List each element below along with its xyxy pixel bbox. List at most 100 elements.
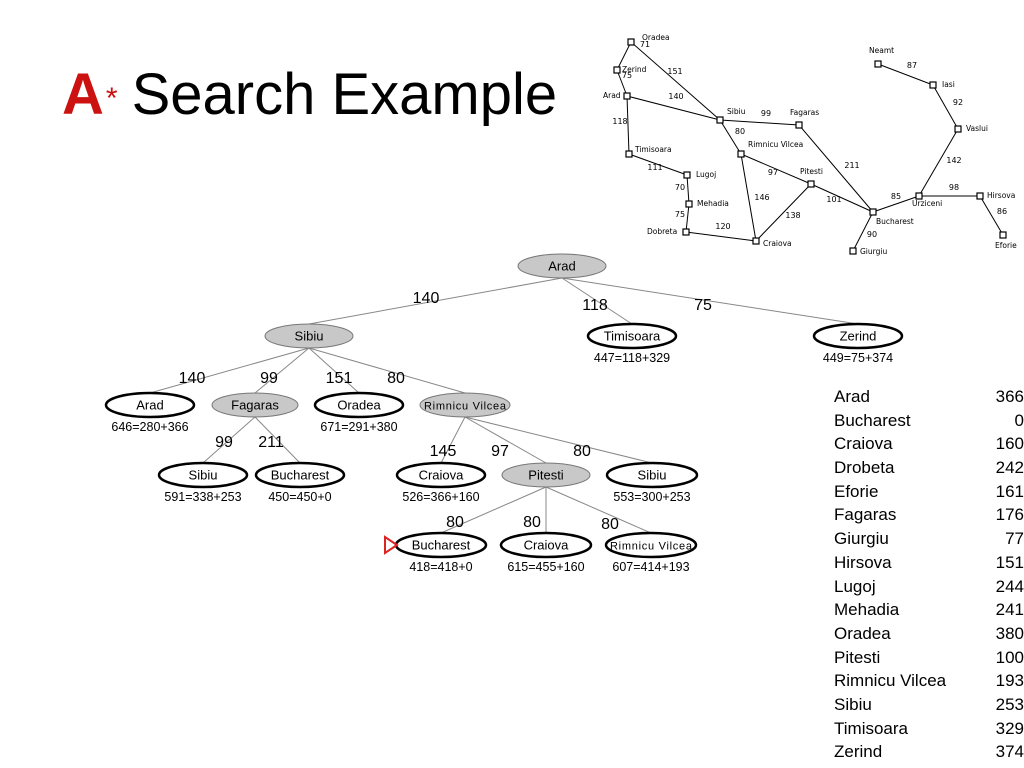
tree-node-ellipse <box>264 323 354 349</box>
tree-node-f-value: 553=300+253 <box>613 490 690 504</box>
heuristic-value: 161 <box>995 481 1024 501</box>
slide-title: A*Search Example <box>62 62 557 128</box>
tree-node-sibiu: Sibiu 553=300+253 <box>605 461 699 504</box>
tree-node-label: Zerind <box>840 329 877 344</box>
map-city-label: Dobreta <box>647 227 677 236</box>
map-road <box>626 95 721 121</box>
map-city-label: Hirsova <box>987 191 1015 200</box>
tree-edge <box>464 416 653 464</box>
heuristic-city: Zerind <box>834 742 883 762</box>
map-road-distance: 99 <box>761 109 771 118</box>
map-road-distance: 211 <box>844 161 859 170</box>
map-road-distance: 146 <box>754 193 769 202</box>
heuristic-city: Giurgiu <box>834 529 889 549</box>
tree-edge-cost: 75 <box>694 297 712 314</box>
map-city-marker <box>807 180 815 188</box>
map-road <box>918 128 959 197</box>
goal-marker-icon <box>384 535 399 555</box>
map-city-marker <box>716 116 724 124</box>
tree-node-label: Arad <box>548 259 575 274</box>
heuristic-city: Lugoj <box>834 576 876 596</box>
tree-node-arad: Arad <box>517 253 607 279</box>
map-road-distance: 101 <box>826 195 841 204</box>
tree-edge-cost: 145 <box>430 443 457 460</box>
heuristic-value: 244 <box>995 576 1024 596</box>
tree-edge <box>464 416 547 464</box>
tree-node-ellipse <box>501 462 591 488</box>
tree-node-label: Arad <box>136 398 163 413</box>
map-city-label: Sibiu <box>727 107 746 116</box>
tree-edge-cost: 140 <box>413 290 440 307</box>
map-road-distance: 118 <box>612 117 627 126</box>
tree-edge <box>440 486 547 534</box>
map-road-distance: 90 <box>867 230 877 239</box>
map-city-marker <box>737 150 745 158</box>
map-city-label: Oradea <box>642 33 670 42</box>
map-city-marker <box>683 171 691 179</box>
tree-node-label: Sibiu <box>189 468 218 483</box>
map-city-label: Zerind <box>622 65 647 74</box>
tree-node-f-value: 418=418+0 <box>409 560 472 574</box>
heuristic-value: 366 <box>995 387 1024 406</box>
map-city-marker <box>954 125 962 133</box>
heuristic-city: Pitesti <box>834 647 881 667</box>
map-road-distance: 97 <box>768 168 778 177</box>
map-road <box>719 119 800 126</box>
tree-node-label: Fagaras <box>231 398 279 413</box>
tree-edge <box>254 347 310 394</box>
map-road-distance: 85 <box>891 192 901 201</box>
tree-node-ellipse <box>605 461 699 489</box>
tree-edge <box>254 416 301 464</box>
map-city-label: Vaslui <box>966 124 988 133</box>
tree-node-ellipse <box>499 531 593 559</box>
tree-node-fagaras: Fagaras <box>211 392 299 418</box>
heuristic-city: Oradea <box>834 623 891 643</box>
tree-node-bucharest: Bucharest 450=450+0 <box>254 461 346 504</box>
tree-node-label: Sibiu <box>638 468 667 483</box>
heuristic-value: 193 <box>995 671 1024 691</box>
map-city-marker <box>685 200 693 208</box>
map-road <box>628 153 688 176</box>
map-city-label: Arad <box>603 91 621 100</box>
tree-node-label: Bucharest <box>412 538 471 553</box>
map-road <box>686 174 690 205</box>
tree-node-label: Rimnicu Vilcea <box>424 401 507 413</box>
tree-node-ellipse <box>812 322 904 350</box>
tree-node-label: Bucharest <box>271 468 330 483</box>
tree-node-label: Craiova <box>419 468 465 483</box>
tree-node-ellipse <box>157 461 249 489</box>
map-road <box>810 183 874 213</box>
map-road-distance: 87 <box>907 61 917 70</box>
title-star: * <box>105 82 118 115</box>
map-road-distance: 120 <box>715 222 730 231</box>
map-city-label: Craiova <box>763 239 792 248</box>
tree-node-pitesti: Pitesti <box>501 462 591 488</box>
heuristic-city: Eforie <box>834 481 879 501</box>
tree-edge-cost: 118 <box>582 297 608 314</box>
tree-node-label: Pitesti <box>528 468 564 483</box>
title-text: Search Example <box>131 62 558 127</box>
map-city-marker <box>849 247 857 255</box>
map-city-label: Neamt <box>869 46 894 55</box>
map-city-marker <box>915 192 923 200</box>
tree-edge-cost: 140 <box>179 370 206 387</box>
tree-edge-cost: 97 <box>491 443 509 460</box>
tree-node-ellipse <box>604 531 698 559</box>
tree-edge <box>561 277 633 325</box>
tree-node-bucharest: Bucharest 418=418+0 <box>384 531 488 574</box>
heuristic-city: Craiova <box>834 434 893 454</box>
heuristic-value: 241 <box>995 600 1024 620</box>
heuristic-row: Eforie 161 <box>834 480 1024 504</box>
tree-edge <box>308 347 360 394</box>
tree-node-ellipse <box>419 392 511 418</box>
map-road-distance: 71 <box>640 40 650 49</box>
tree-node-f-value: 450=450+0 <box>268 490 331 504</box>
tree-edge <box>308 277 563 325</box>
map-road <box>630 41 721 121</box>
